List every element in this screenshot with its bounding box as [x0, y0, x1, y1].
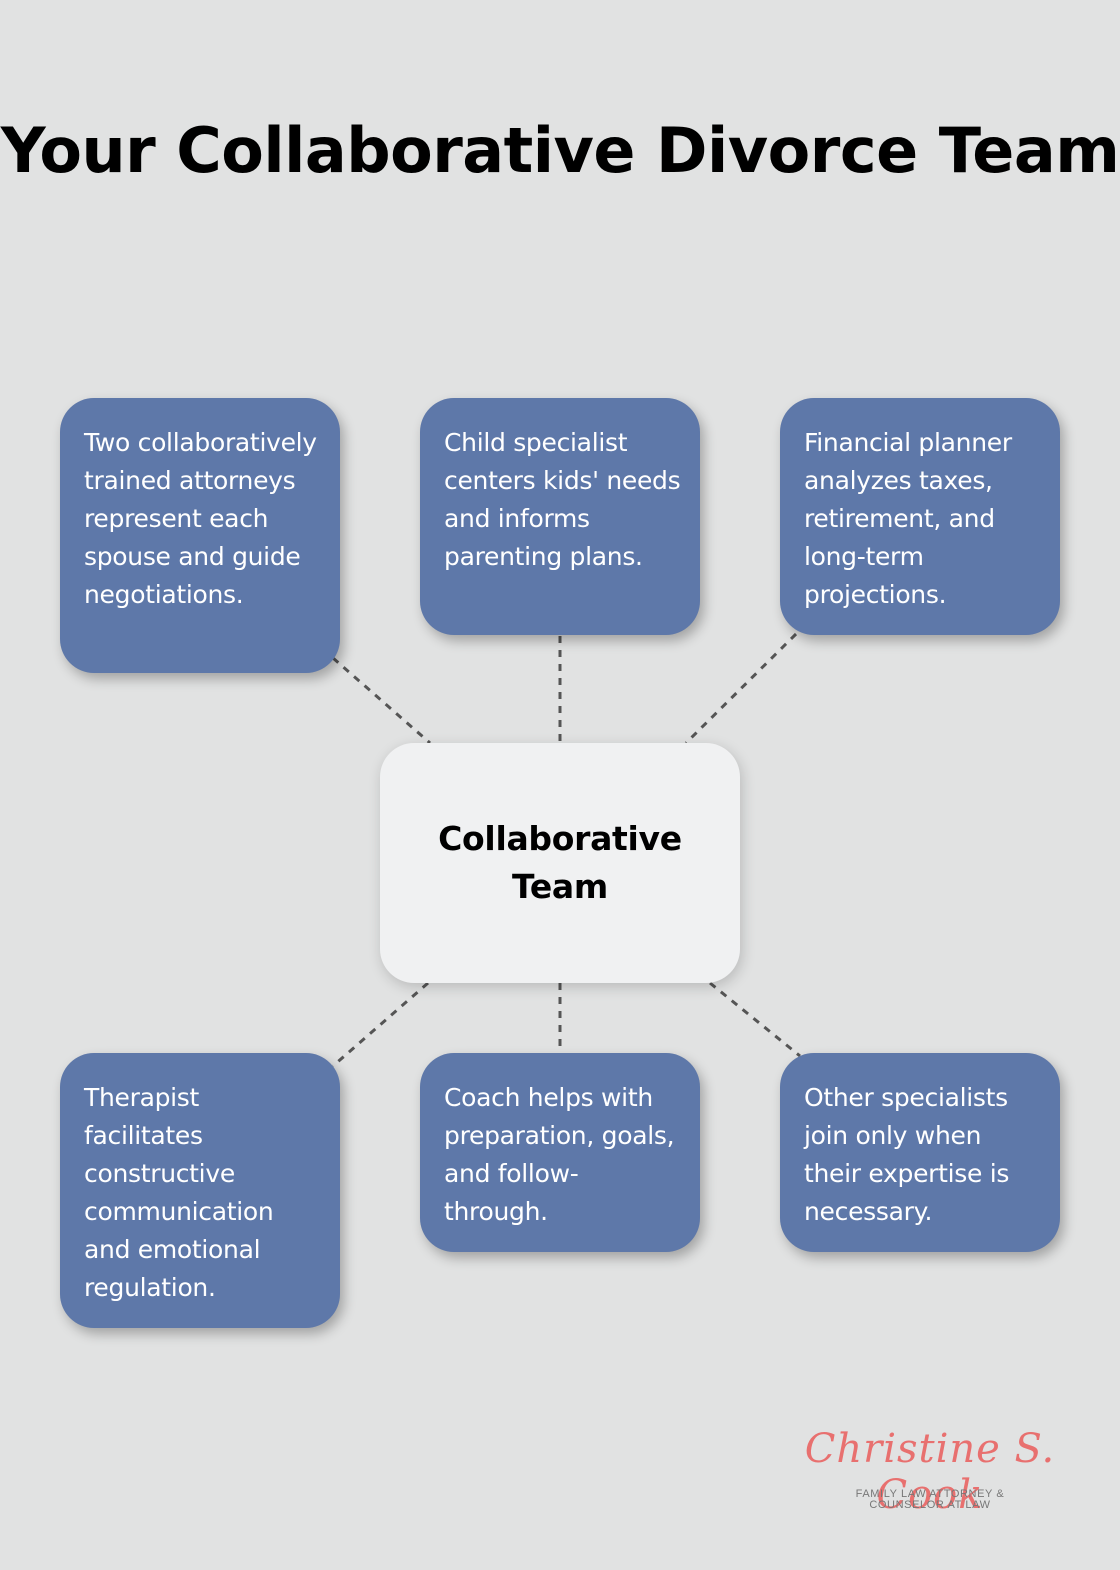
logo-subtitle-line1: FAMILY LAW ATTORNEY & — [855, 1488, 1005, 1500]
team-member-attorneys: Two collaboratively trained attorneys re… — [60, 398, 340, 673]
team-member-child-specialist: Child specialist centers kids' needs and… — [420, 398, 700, 635]
connector-top-left — [332, 656, 431, 745]
page-title: Your Collaborative Divorce Team — [0, 114, 1120, 187]
center-node: Collaborative Team — [380, 743, 740, 983]
team-member-financial-planner: Financial planner analyzes taxes, retire… — [780, 398, 1060, 635]
team-member-other-specialists: Other specialists join only when their e… — [780, 1053, 1060, 1252]
connector-top-right — [684, 632, 798, 745]
brand-logo: Christine S. Cook FAMILY LAW ATTORNEY & … — [780, 1422, 1080, 1522]
connector-bottom-left — [332, 981, 429, 1068]
team-member-coach: Coach helps with preparation, goals, and… — [420, 1053, 700, 1252]
logo-subtitle-line2: COUNSELOR AT LAW — [869, 1499, 991, 1511]
connector-bottom-right — [709, 981, 801, 1058]
logo-signature: Christine S. Cook — [804, 1426, 1056, 1518]
center-node-label: Collaborative Team — [438, 819, 682, 906]
team-member-therapist: Therapist facilitates constructive commu… — [60, 1053, 340, 1328]
